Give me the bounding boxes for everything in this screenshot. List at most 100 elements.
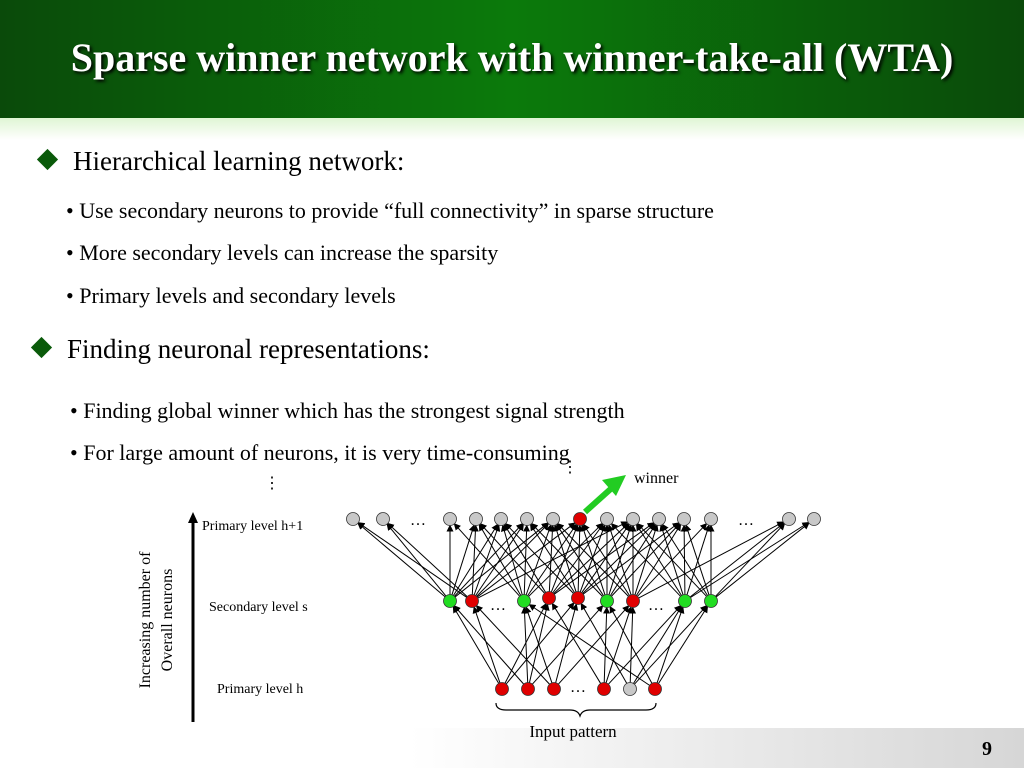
- edge-secondary-to-primary: [357, 522, 467, 598]
- top-neuron-6: [520, 512, 534, 526]
- secondary-neuron-6: [600, 594, 614, 608]
- section-2-item-1: • Finding global winner which has the st…: [70, 398, 625, 423]
- edge-secondary-to-primary: [530, 522, 603, 597]
- edge-primary-to-secondary: [475, 605, 550, 685]
- edge-primary-to-secondary: [580, 602, 628, 684]
- edge-secondary-to-primary: [607, 524, 632, 595]
- section-1-heading-text: Hierarchical learning network:: [73, 146, 405, 176]
- edge-primary-to-secondary: [555, 603, 579, 683]
- edge-primary-to-secondary: [608, 605, 682, 685]
- edge-secondary-to-primary: [689, 522, 785, 598]
- edge-primary-to-secondary: [528, 604, 650, 686]
- edge-primary-to-secondary: [505, 602, 575, 685]
- title-bar: [0, 0, 1024, 118]
- top-neuron-12: [677, 512, 691, 526]
- footer-bar: [0, 728, 1024, 768]
- edge-primary-to-secondary: [521, 606, 529, 683]
- section-2-item-2: • For large amount of neurons, it is ver…: [70, 440, 570, 465]
- top-neuron-11: [652, 512, 666, 526]
- top-neuron-13: [704, 512, 718, 526]
- ellipsis-top-1: …: [410, 512, 426, 529]
- edge-secondary-to-primary: [582, 522, 680, 595]
- bottom-neuron-6: [648, 682, 662, 696]
- edge-secondary-to-primary: [386, 523, 447, 597]
- edge-secondary-to-primary: [548, 524, 556, 592]
- secondary-neuron-4: [542, 591, 556, 605]
- top-neuron-1: [346, 512, 360, 526]
- axis-label-line2: Overall neurons: [159, 569, 176, 672]
- bottom-neuron-4: [597, 682, 611, 696]
- page-number: 9: [982, 738, 992, 760]
- edge-primary-to-secondary: [531, 605, 604, 685]
- edge-primary-to-secondary: [603, 606, 611, 683]
- edge-secondary-to-primary: [525, 524, 553, 596]
- edge-secondary-to-primary: [553, 522, 655, 595]
- edge-secondary-to-primary: [453, 523, 521, 597]
- edge-secondary-to-primary: [635, 523, 682, 596]
- top-neuron-15: [807, 512, 821, 526]
- edge-secondary-to-primary: [387, 522, 468, 597]
- secondary-neuron-5: [571, 591, 585, 605]
- section-2-heading-text: Finding neuronal representations:: [67, 334, 430, 364]
- slide-title: Sparse winner network with winner-take-a…: [70, 35, 954, 80]
- section-1-item-2: • More secondary levels can increase the…: [66, 240, 499, 265]
- top-neuron-14: [782, 512, 796, 526]
- bottom-neuron-5: [623, 682, 637, 696]
- edge-secondary-to-primary: [478, 523, 522, 596]
- secondary-neuron-8: [678, 594, 692, 608]
- edge-primary-to-secondary: [551, 602, 602, 684]
- edge-primary-to-secondary: [656, 606, 685, 684]
- neuron-nodes: [346, 512, 821, 696]
- winner-arrowhead-icon: [602, 475, 626, 496]
- axis-label: Increasing number of Overall neurons: [137, 551, 176, 689]
- edge-secondary-to-primary: [451, 524, 476, 595]
- edge-secondary-to-primary: [661, 523, 708, 596]
- section-1-heading: Hierarchical learning network:: [36, 146, 405, 177]
- top-neuron-5: [494, 512, 508, 526]
- bottom-neuron-3: [547, 682, 561, 696]
- top-neuron-3: [443, 512, 457, 526]
- top-neuron-2: [376, 512, 390, 526]
- ellipsis-mid-1: …: [490, 597, 506, 614]
- top-neuron-4: [469, 512, 483, 526]
- edge-secondary-to-primary: [479, 523, 545, 594]
- title-bar-fade: [0, 118, 1024, 140]
- section-2-heading: Finding neuronal representations:: [30, 334, 430, 365]
- edge-secondary-to-primary: [715, 522, 786, 597]
- edge-secondary-to-primary: [550, 524, 579, 593]
- top-neuron-8-winner: [573, 512, 587, 526]
- winner-arrow: [582, 483, 617, 515]
- edge-secondary-to-primary: [471, 524, 479, 595]
- edge-secondary-to-primary: [715, 522, 810, 598]
- input-brace: [495, 702, 657, 718]
- winner-label: winner: [634, 470, 679, 487]
- edge-secondary-to-primary: [556, 523, 604, 596]
- edge-secondary-to-primary: [556, 522, 629, 597]
- edge-secondary-to-primary: [453, 523, 499, 596]
- edge-primary-to-secondary: [524, 606, 553, 684]
- edge-secondary-to-primary: [357, 522, 446, 598]
- secondary-neuron-2: [465, 594, 479, 608]
- vertical-ellipsis-left: ⋮: [264, 475, 280, 492]
- level-bottom-label: Primary level h: [217, 682, 303, 697]
- edge-primary-to-secondary: [658, 605, 709, 684]
- ellipsis-bottom: …: [570, 679, 586, 696]
- edge-secondary-to-primary: [504, 522, 574, 594]
- axis-arrowhead-icon: [188, 512, 198, 523]
- edge-secondary-to-primary: [529, 523, 575, 593]
- ellipsis-top-2: …: [738, 512, 754, 529]
- edge-primary-to-secondary: [453, 605, 525, 685]
- axis-label-line1: Increasing number of: [137, 551, 154, 689]
- bottom-neuron-2: [521, 682, 535, 696]
- ellipsis-mid-2: …: [648, 597, 664, 614]
- top-neuron-9: [600, 512, 614, 526]
- edge-primary-to-secondary: [472, 606, 501, 684]
- top-neuron-7: [546, 512, 560, 526]
- edge-secondary-to-primary: [582, 523, 630, 596]
- top-neuron-10: [626, 512, 640, 526]
- edge-primary-to-secondary: [609, 605, 653, 684]
- edge-primary-to-secondary: [633, 605, 683, 684]
- secondary-neuron-7: [626, 594, 640, 608]
- secondary-neuron-1: [443, 594, 457, 608]
